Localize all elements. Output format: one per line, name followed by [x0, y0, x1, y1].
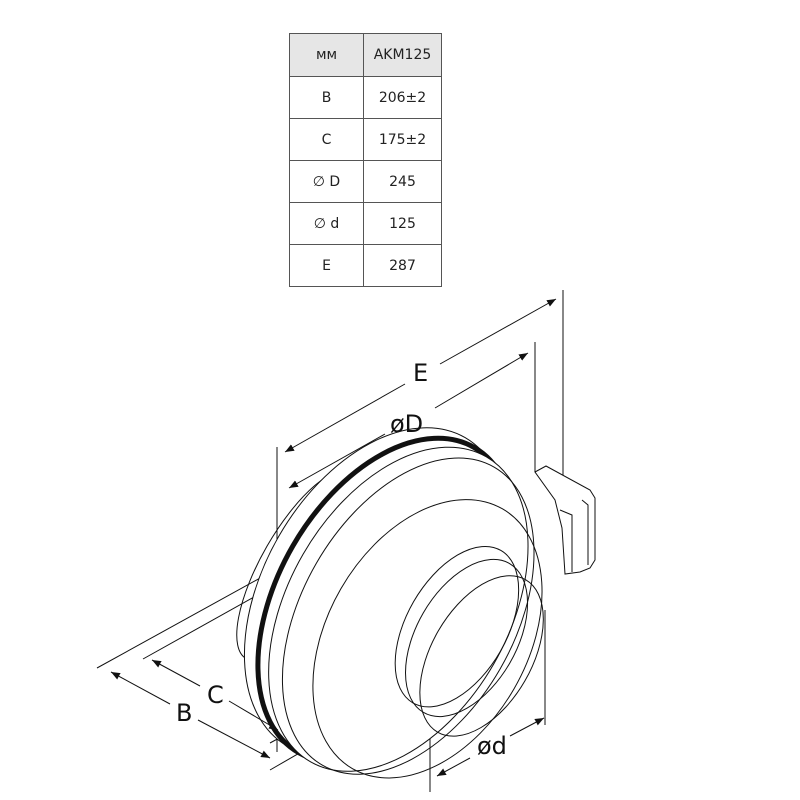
- dimension-line-c-right: [228, 700, 279, 731]
- dimension-line-D-right: [434, 352, 529, 409]
- dimension-line-d-right: [509, 717, 545, 737]
- row-value: 125: [363, 202, 442, 245]
- label-d: ød: [477, 732, 507, 760]
- extension-line: [96, 576, 263, 669]
- casing-body: [268, 446, 529, 772]
- extension-line: [142, 586, 273, 660]
- row-value: 245: [363, 160, 442, 203]
- row-label: C: [289, 118, 364, 161]
- dimension-line-e-right: [439, 298, 557, 365]
- outlet-opening: [419, 575, 544, 737]
- row-label: E: [289, 244, 364, 287]
- label-D: øD: [390, 410, 423, 438]
- header-unit: мм: [289, 33, 364, 77]
- dimension-line-b-right: [197, 719, 271, 759]
- dimension-line-b-left: [110, 671, 171, 705]
- dimension-line-c-left: [151, 659, 201, 687]
- label-b: B: [176, 699, 192, 727]
- dimension-line-D-left: [288, 433, 386, 489]
- terminal-box: [534, 465, 596, 575]
- label-e: E: [413, 359, 428, 387]
- row-value: 287: [363, 244, 442, 287]
- table-header-row: мм AKM125: [289, 33, 442, 77]
- row-value: 206±2: [363, 76, 442, 119]
- row-label: B: [289, 76, 364, 119]
- row-value: 175±2: [363, 118, 442, 161]
- header-model: AKM125: [363, 33, 442, 77]
- row-label: ∅ D: [289, 160, 364, 203]
- dimension-line-d-left: [436, 757, 471, 777]
- dimension-line-e-left: [284, 383, 406, 453]
- label-c: C: [207, 681, 224, 709]
- front-face: [312, 499, 543, 779]
